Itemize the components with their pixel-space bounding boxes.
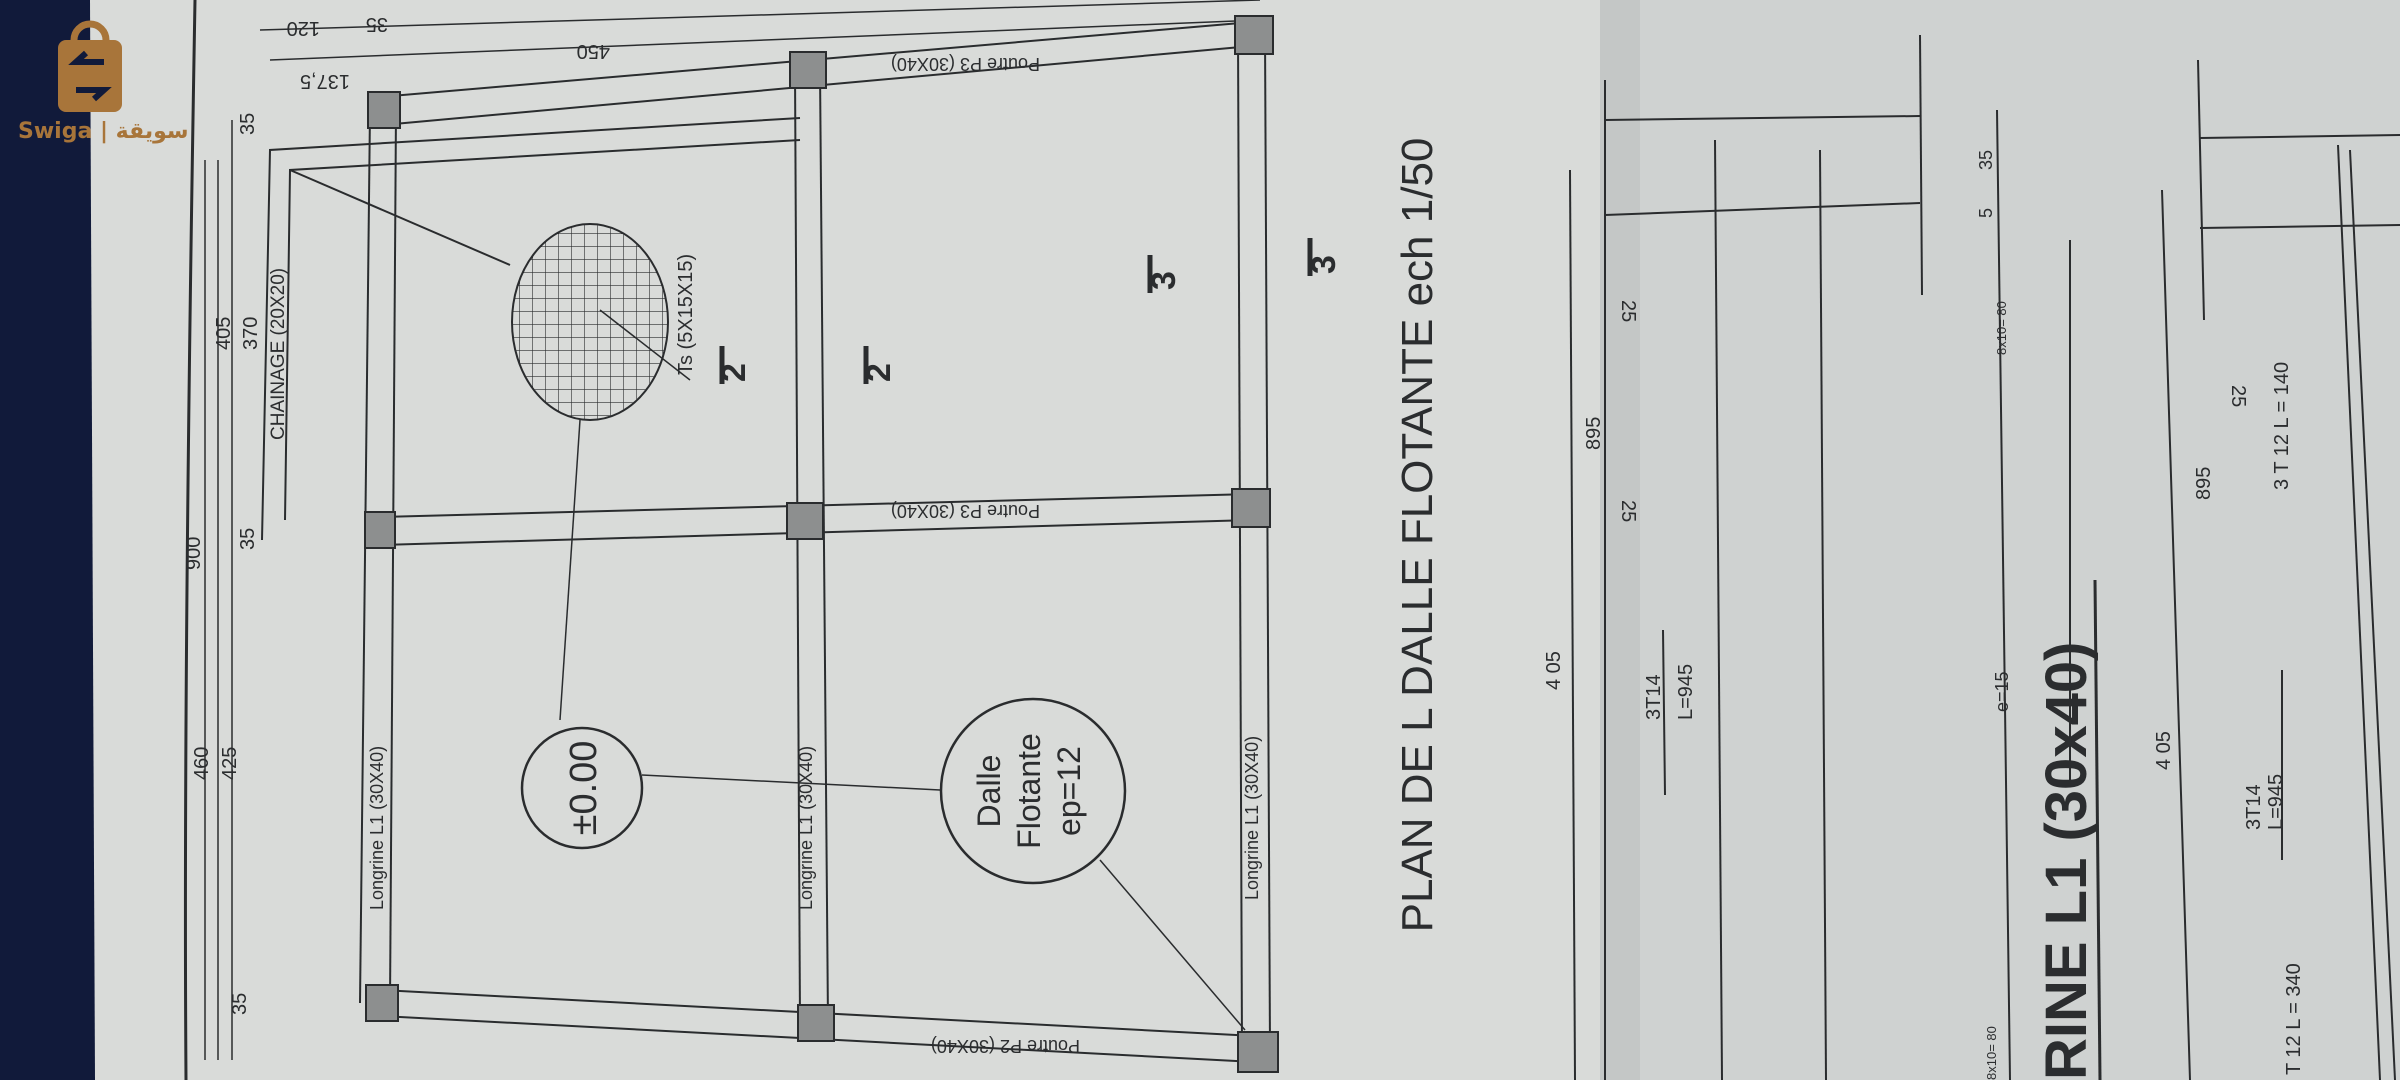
- bar2-label: 3 T 12 L = 140: [2271, 362, 2293, 490]
- dim-35: 35: [366, 13, 388, 35]
- length-label: L=945: [1675, 664, 1697, 720]
- dim-137-5: 137,5: [300, 70, 350, 92]
- poutre-label: Poutre P2 (30X40): [931, 1036, 1080, 1056]
- span-label: 4 05: [2153, 731, 2175, 770]
- slab-leader-b: [1099, 859, 1246, 1031]
- plan-title: PLAN DE L DALLE FLOTANTE ech 1/50: [1393, 138, 1442, 933]
- hook-label: 25: [1617, 500, 1639, 522]
- span-label: 4 05: [1543, 651, 1565, 690]
- dim-35-b: 35: [237, 528, 259, 550]
- paper-right: [1600, 0, 2400, 1080]
- column: [364, 511, 396, 549]
- dim-405: 405: [213, 317, 235, 350]
- frame-line: [183, 0, 197, 1080]
- total-label: 895: [1583, 417, 1605, 450]
- poutre-label: Poutre P3 (30X40): [891, 54, 1040, 74]
- longrine-label: Longrine L1 (30X40): [796, 746, 816, 910]
- bar3-label: T 12 L = 340: [2283, 963, 2305, 1075]
- mesh-symbol: [511, 223, 669, 421]
- section-marker: 3: [1145, 271, 1183, 290]
- mesh-label: Ts (5X15X15): [675, 254, 697, 375]
- column: [797, 1004, 835, 1042]
- elevation-lower-labels: 4 05 3T14 L=945 895 25 3 T 12 L = 140 T …: [2153, 362, 2305, 1075]
- side-dimensions: 900 405 370 460 425 35 35 35: [183, 113, 262, 1015]
- stirrup-spacing: 8x10= 80: [1994, 301, 2009, 355]
- total-label: 895: [2193, 467, 2215, 500]
- bar-label: 3T14: [1643, 674, 1665, 720]
- dim-370: 370: [240, 317, 262, 350]
- bar-label: 3T14: [2243, 784, 2265, 830]
- fold-shadow: [1600, 0, 1640, 1080]
- length-label: L=945: [2265, 774, 2287, 830]
- stirrup-e: e=15: [1992, 671, 2012, 712]
- slab-label: Dalle Flotante ep=12: [971, 733, 1087, 849]
- mesh-leader: [599, 309, 691, 381]
- slab-leader-a: [641, 774, 941, 791]
- beam-labels: Longrine L1 (30X40) Longrine L1 (30X40) …: [367, 54, 1262, 1056]
- elevation-lines: [1569, 34, 2400, 1080]
- stirrup-spacing: 8x10= 80: [1984, 1026, 1999, 1080]
- dim-35-c: 35: [229, 993, 251, 1015]
- swiga-logo: Swiga | سويقة: [18, 20, 189, 144]
- dim-425: 425: [219, 747, 241, 780]
- dimension-lines: [204, 0, 1261, 1060]
- column: [1237, 1031, 1279, 1073]
- longrine-label: Longrine L1 (30X40): [1242, 736, 1262, 900]
- top-dimensions: 120 35 137,5 450: [287, 13, 610, 92]
- hook-label: 25: [2227, 385, 2249, 407]
- elevation-title: RINE L1 (30x40): [2034, 642, 2099, 1080]
- level-leader: [559, 419, 581, 721]
- columns: [364, 15, 1279, 1073]
- paper-left: [90, 0, 1600, 1080]
- longrine-label: Longrine L1 (30X40): [367, 746, 387, 910]
- dim-35: 35: [1976, 150, 1996, 170]
- section-marker: 2: [860, 363, 898, 382]
- dim-35-a: 35: [237, 113, 259, 135]
- chainage-outline: [261, 117, 801, 541]
- chainage-label: CHAINAGE (20X20): [268, 268, 289, 440]
- column: [367, 91, 401, 129]
- dim-5: 5: [1976, 208, 1996, 218]
- elevation-upper-labels: 4 05 3T14 L=945 895 25 25: [1543, 300, 1697, 720]
- title-underline: [2093, 579, 2102, 1080]
- stirrup-labels: 8x10= 80 5 35 e=15 8x10= 80: [1976, 150, 2012, 1080]
- slab-label-line: ep=12: [1051, 746, 1087, 836]
- dim-460: 460: [191, 747, 213, 780]
- column: [1231, 488, 1271, 528]
- column: [789, 51, 827, 89]
- hook-label: 25: [1617, 300, 1639, 322]
- column: [1234, 15, 1274, 55]
- level-label: ±0.00: [563, 741, 605, 836]
- dim-900: 900: [183, 537, 205, 570]
- column: [365, 984, 399, 1022]
- level-circle: [520, 726, 644, 850]
- poutre-label: Poutre P3 (30X40): [891, 501, 1040, 521]
- watermark-brand: Swiga | سويقة: [18, 119, 189, 144]
- slab-circle: [939, 697, 1127, 885]
- dim-450: 450: [577, 40, 610, 62]
- slab-label-line: Dalle: [971, 755, 1007, 828]
- column: [786, 502, 824, 540]
- section-marker-bars: [719, 238, 1313, 384]
- dim-120: 120: [287, 17, 320, 39]
- section-marker: 3: [1305, 255, 1343, 274]
- slab-label-line: Flotante: [1011, 733, 1047, 849]
